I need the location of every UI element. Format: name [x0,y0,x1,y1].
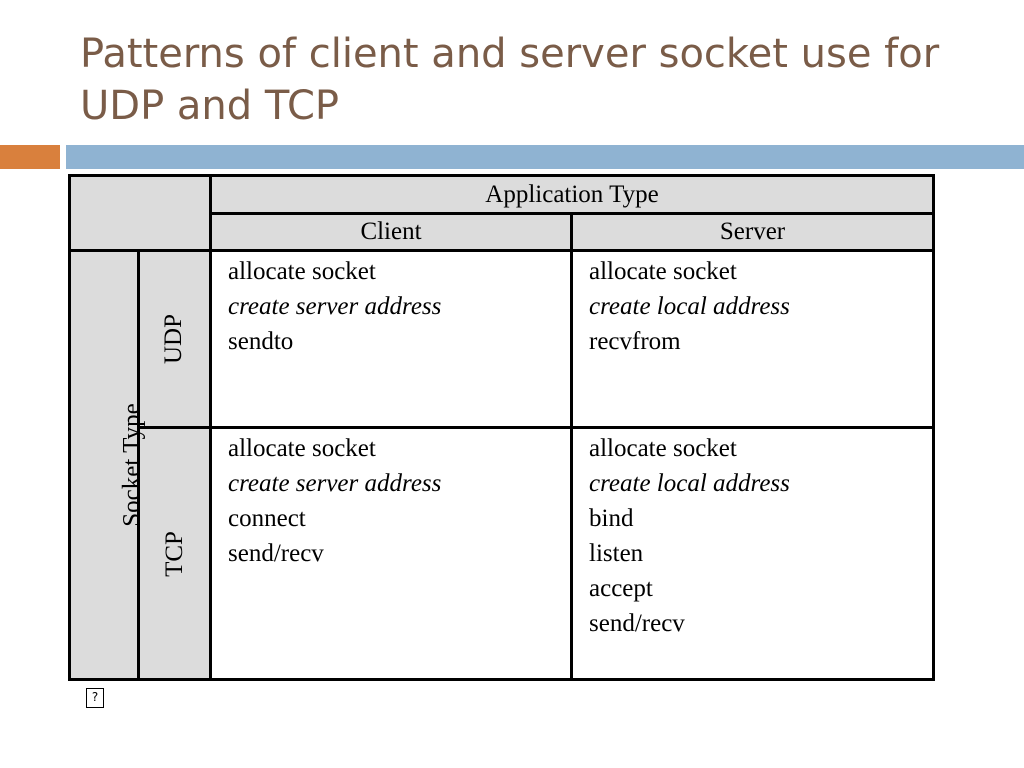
socket-pattern-table: Application Type Client Server Socket Ty… [68,174,936,681]
udp-client-step: allocate socket [228,258,376,285]
tcp-header: TCP [137,426,212,681]
udp-server-step: allocate socket [589,258,737,285]
udp-server-step: recvfrom [589,328,681,355]
udp-client-step: sendto [228,328,294,355]
udp-server-cell: allocate socket create local address rec… [569,249,936,429]
tcp-server-step: send/recv [589,610,685,637]
tcp-server-step: accept [589,575,653,602]
udp-label: UDP [160,313,188,365]
tcp-client-step: create server address [228,470,442,497]
client-header: Client [209,212,573,252]
tcp-label: TCP [160,530,188,577]
udp-header: UDP [137,249,212,429]
socket-type-header: Socket Type [68,249,146,681]
tcp-client-step: allocate socket [228,435,376,462]
tcp-client-step: send/recv [228,540,324,567]
socket-type-label: Socket Type [118,403,146,527]
server-header: Server [569,212,936,252]
tcp-client-step: connect [228,505,306,532]
title-line-1: Patterns of client and server socket use… [80,31,940,77]
missing-glyph-icon: ? [86,688,104,708]
slide-title: Patterns of client and server socket use… [80,28,980,132]
accent-bar-blue [66,145,1024,169]
tcp-server-step: bind [589,505,634,532]
application-type-header: Application Type [208,174,936,215]
udp-client-step: create server address [228,293,442,320]
tcp-client-cell: allocate socket create server address co… [209,426,573,681]
udp-server-step: create local address [589,293,790,320]
corner-cell [68,174,212,252]
title-line-2: UDP and TCP [80,83,340,129]
tcp-server-cell: allocate socket create local address bin… [569,426,936,681]
tcp-server-step: listen [589,540,644,567]
accent-bar-orange [0,145,60,169]
tcp-server-step: allocate socket [589,435,737,462]
tcp-server-step: create local address [589,470,790,497]
udp-client-cell: allocate socket create server address se… [209,249,573,429]
